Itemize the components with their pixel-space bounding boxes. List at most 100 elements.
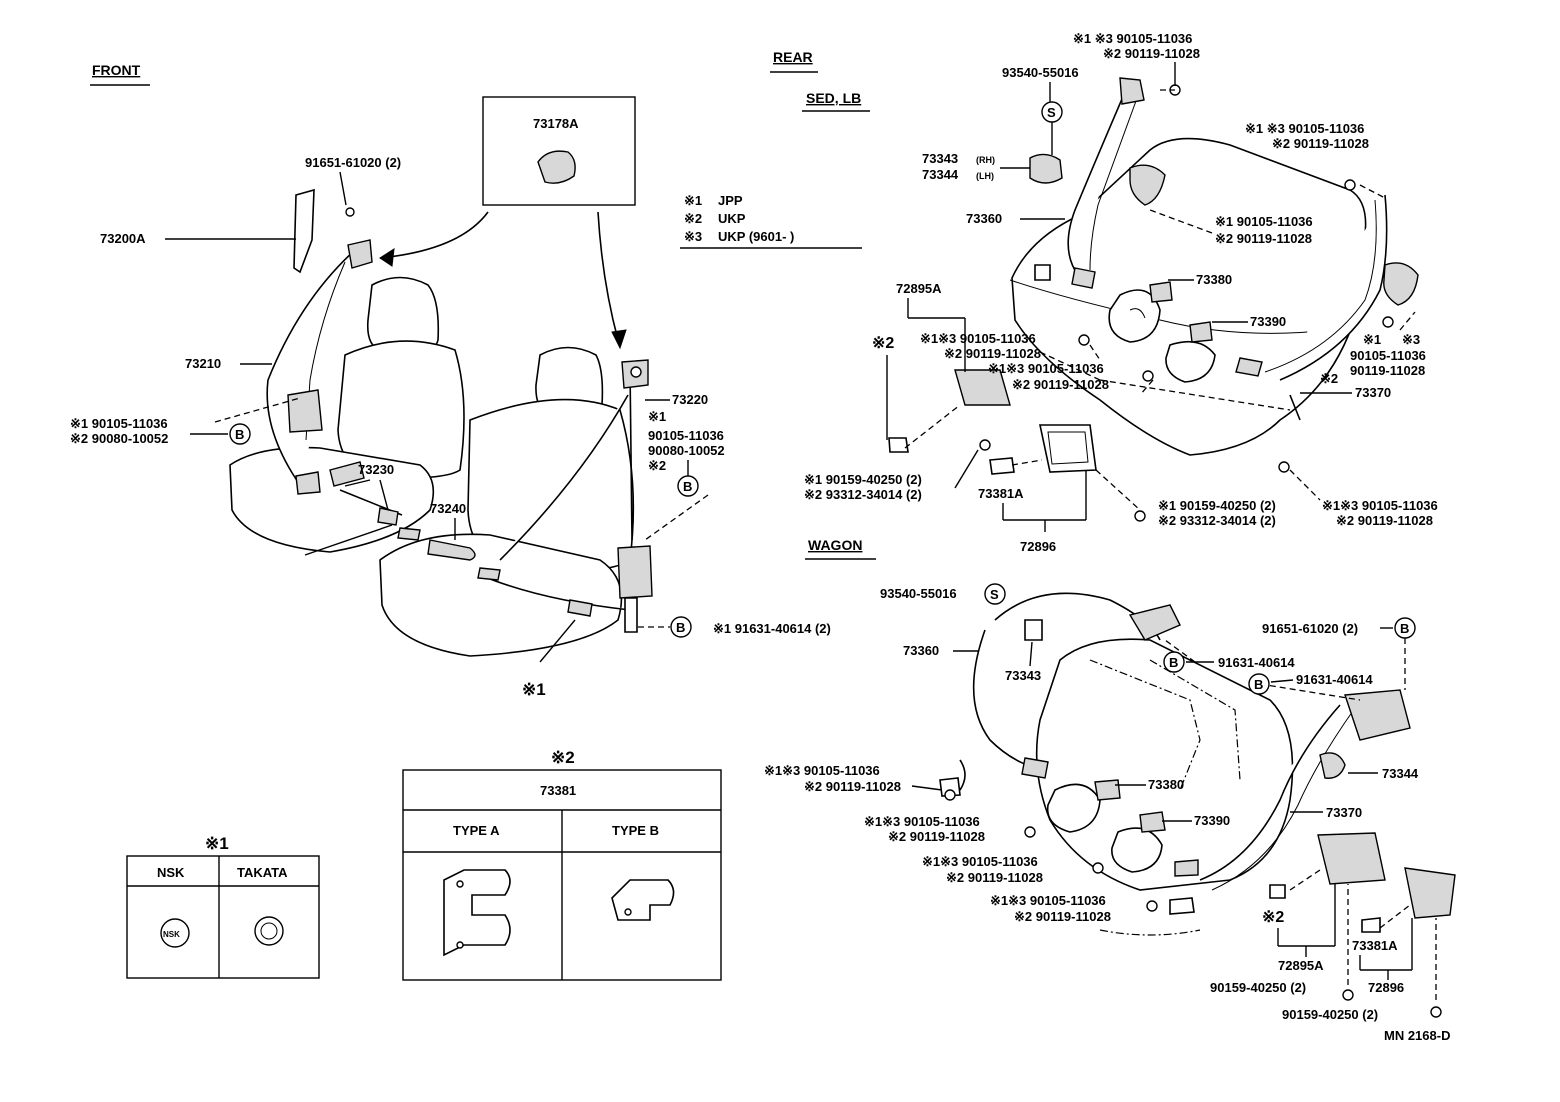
diagram-reference-code: MN 2168-D bbox=[1384, 1028, 1450, 1043]
sed-label-rr-n2: 90119-11028 bbox=[1350, 363, 1425, 378]
legend-text-2: UKP bbox=[718, 211, 746, 226]
sed-label-mid-1: ※1 90105-11036 bbox=[1215, 214, 1313, 229]
sed-rear-seat-back bbox=[1011, 137, 1367, 456]
sed-label-mark2: ※2 bbox=[872, 335, 894, 352]
part-73178a-label: 73178A bbox=[533, 116, 579, 131]
legend-mark-2: ※2 bbox=[684, 211, 702, 226]
wagon-retractor-right bbox=[1344, 689, 1411, 741]
wagon-circle-b2 bbox=[1394, 617, 1416, 639]
sed-label-73380: 73380 bbox=[1196, 272, 1232, 287]
type-table-col-a: TYPE A bbox=[453, 823, 500, 838]
label-73240: 73240 bbox=[430, 501, 466, 516]
sed-label-mid-2: ※2 90119-11028 bbox=[1215, 231, 1312, 246]
sed-label-top-2: ※2 90119-11028 bbox=[1103, 46, 1200, 61]
label-73230: 73230 bbox=[358, 462, 394, 477]
sed-lb-section: ※1 ※3 90105-11036 ※2 90119-11028 93540-5… bbox=[804, 31, 1438, 554]
type-table-col-b: TYPE B bbox=[612, 823, 659, 838]
wagon-circle-b1 bbox=[1163, 651, 1185, 673]
wagon-label-73344: 73344 bbox=[1382, 766, 1419, 781]
wagon-label-c2: 91651-61020 (2) bbox=[1262, 621, 1358, 636]
wagon-label-l4-1: ※1※3 90105-11036 bbox=[990, 893, 1106, 908]
sed-label-73343: 73343 bbox=[922, 151, 958, 166]
sed-label-rh: (RH) bbox=[976, 155, 995, 165]
sed-label-a-1: ※1※3 90105-11036 bbox=[920, 331, 1036, 346]
wagon-circle-b3 bbox=[1248, 673, 1270, 695]
front-section: 73178A bbox=[70, 96, 831, 699]
legend: ※1 JPP ※2 UKP ※3 UKP (9601- ) bbox=[680, 193, 862, 249]
wagon-label-72895a: 72895A bbox=[1278, 958, 1324, 973]
wagon-label-l1-2: ※2 90119-11028 bbox=[804, 779, 901, 794]
wagon-label-c3: 91631-40614 bbox=[1296, 672, 1373, 687]
sed-belt-73360 bbox=[1067, 84, 1129, 276]
wagon-label-l3-2: ※2 90119-11028 bbox=[946, 870, 1043, 885]
wagon-label-l3-1: ※1※3 90105-11036 bbox=[922, 854, 1038, 869]
wagon-label-93540: 93540-55016 bbox=[880, 586, 957, 601]
wagon-label-73380: 73380 bbox=[1148, 777, 1184, 792]
wagon-label-73343: 73343 bbox=[1005, 668, 1041, 683]
sed-label-lh: (LH) bbox=[976, 171, 994, 181]
sed-label-93540: 93540-55016 bbox=[1002, 65, 1079, 80]
circle-b-bottom-text: B bbox=[676, 620, 685, 635]
bracket-type-b-icon bbox=[611, 879, 675, 921]
arrow-to-left-retractor-icon bbox=[379, 211, 489, 259]
circle-b-left-text: B bbox=[235, 427, 244, 442]
wagon-circle-s-text: S bbox=[990, 587, 999, 602]
sed-belt-73370 bbox=[1279, 194, 1388, 381]
wagon-label-73390: 73390 bbox=[1194, 813, 1230, 828]
circle-b-right-text: B bbox=[683, 479, 692, 494]
sed-label-right-2: ※2 90119-11028 bbox=[1272, 136, 1369, 151]
sed-retractor-right bbox=[1383, 262, 1419, 306]
label-73210: 73210 bbox=[185, 356, 221, 371]
sed-label-br-1: ※1 90159-40250 (2) bbox=[1158, 498, 1276, 513]
sed-label-73381a: 73381A bbox=[978, 486, 1024, 501]
maker-col-takata: TAKATA bbox=[237, 865, 288, 880]
retractor-right bbox=[617, 545, 653, 599]
wagon-label-l2-1: ※1※3 90105-11036 bbox=[864, 814, 980, 829]
maker-col-nsk: NSK bbox=[157, 865, 185, 880]
circle-b-left bbox=[229, 423, 251, 445]
wagon-label-c1: 91631-40614 bbox=[1218, 655, 1295, 670]
wagon-label-bolt1: 90159-40250 (2) bbox=[1210, 980, 1306, 995]
wagon-label-73360: 73360 bbox=[903, 643, 939, 658]
bracket-type-a-icon bbox=[443, 869, 511, 957]
sed-buckle-73380 bbox=[1108, 289, 1161, 343]
sed-label-bl-2: ※2 93312-34014 (2) bbox=[804, 487, 922, 502]
sed-label-72895a: 72895A bbox=[896, 281, 942, 296]
label-b-left-1: ※1 90105-11036 bbox=[70, 416, 168, 431]
sed-label-b-1: ※1※3 90105-11036 bbox=[988, 361, 1104, 376]
circle-b-right bbox=[677, 475, 699, 497]
sed-label-rr-m1: ※1 bbox=[1363, 332, 1381, 347]
sed-label-rr-n1: 90105-11036 bbox=[1350, 348, 1426, 363]
legend-mark-1: ※1 bbox=[684, 193, 702, 208]
wagon-belt-73370 bbox=[1199, 704, 1341, 881]
sed-label-73344: 73344 bbox=[922, 167, 959, 182]
label-73220: 73220 bbox=[672, 392, 708, 407]
label-73200a: 73200A bbox=[100, 231, 146, 246]
retractor-left bbox=[287, 389, 323, 433]
label-bottom-91631: ※1 91631-40614 (2) bbox=[713, 621, 831, 636]
type-table: ※2 73381 TYPE A TYPE B bbox=[402, 748, 722, 981]
section-rear-label: REAR bbox=[773, 49, 813, 65]
wagon-label-73381a: 73381A bbox=[1352, 938, 1398, 953]
wagon-label-l2-2: ※2 90119-11028 bbox=[888, 829, 985, 844]
right-seat-cushion bbox=[379, 533, 623, 657]
sed-label-rr-m2: ※2 bbox=[1320, 371, 1338, 386]
wagon-label-mark2: ※2 bbox=[1262, 909, 1284, 926]
sed-buckle-73390 bbox=[1165, 340, 1216, 383]
type-table-header: 73381 bbox=[540, 783, 576, 798]
wagon-seat-back bbox=[1035, 638, 1294, 891]
sed-label-b-2: ※2 90119-11028 bbox=[1012, 377, 1109, 392]
label-b-left-2: ※2 90080-10052 bbox=[70, 431, 168, 446]
section-wagon-label: WAGON bbox=[808, 537, 862, 553]
nsk-logo-text: NSK bbox=[163, 930, 180, 939]
wagon-bracket-73381a bbox=[1404, 867, 1456, 919]
legend-mark-3: ※3 bbox=[684, 229, 702, 244]
sed-label-73370: 73370 bbox=[1355, 385, 1391, 400]
wagon-cover-73344 bbox=[1319, 752, 1346, 779]
belt-73220 bbox=[629, 367, 633, 541]
sed-label-73390: 73390 bbox=[1250, 314, 1286, 329]
arrow-to-right-retractor-icon bbox=[597, 211, 619, 341]
wagon-circle-b3-text: B bbox=[1254, 677, 1263, 692]
wagon-label-73370: 73370 bbox=[1326, 805, 1362, 820]
